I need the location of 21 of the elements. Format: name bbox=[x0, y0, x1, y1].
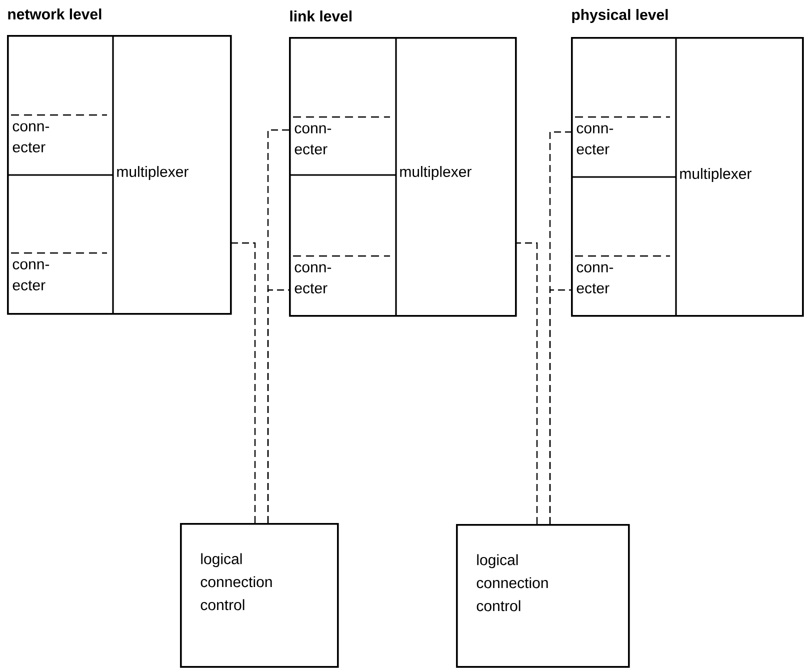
level-heading: link level bbox=[290, 10, 352, 22]
connection-line bbox=[267, 289, 289, 523]
control-box: logical connection control bbox=[180, 523, 339, 668]
connecter-cell: conn- ecter bbox=[289, 116, 396, 176]
connecter-cell: conn- ecter bbox=[571, 116, 676, 178]
level-heading: physical level bbox=[572, 9, 668, 23]
level-box bbox=[289, 10, 517, 317]
level-heading: network level bbox=[8, 8, 102, 20]
connecter-cell: conn- ecter bbox=[7, 114, 113, 176]
connecter-cell: conn- ecter bbox=[11, 252, 107, 290]
connection-line bbox=[549, 289, 571, 524]
level-box bbox=[571, 9, 804, 317]
multiplexer-cell: multiplexer bbox=[675, 37, 752, 315]
connecter-cell: conn- ecter bbox=[575, 255, 670, 294]
level-box bbox=[7, 8, 232, 315]
multiplexer-cell: multiplexer bbox=[112, 35, 188, 313]
connection-line bbox=[515, 242, 538, 524]
connection-line bbox=[230, 242, 256, 523]
control-box: logical connection control bbox=[456, 524, 630, 668]
multiplexer-cell: multiplexer bbox=[395, 37, 472, 315]
connecter-cell: conn- ecter bbox=[293, 255, 390, 294]
